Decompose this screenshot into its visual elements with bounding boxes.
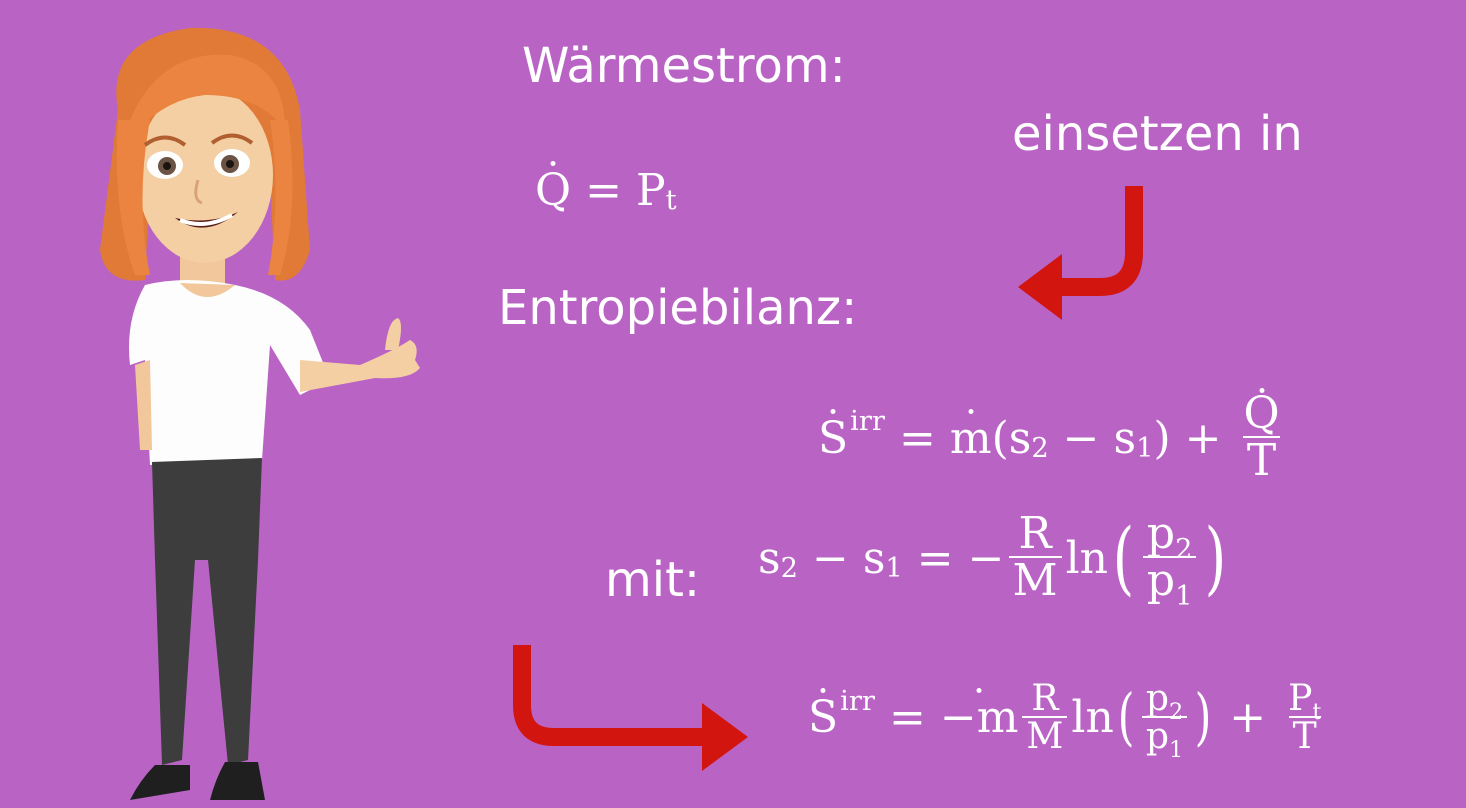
eq4-lparen: ( [1117,681,1135,754]
eq2-s-dot: S [818,412,849,464]
eq2-frac-den: T [1242,436,1281,484]
eq4-equals: = [888,692,926,744]
eq2-plus: + [1184,412,1222,464]
eq4-plus: + [1229,692,1267,744]
eq2-fraction: Q T [1240,392,1284,484]
eq3-rparen: ) [1205,511,1227,605]
eq4-pt: P [1288,677,1313,719]
eq1-equals: = [585,165,622,216]
eq2-frac-num: Q [1243,388,1280,439]
eq4-p2-sub: 2 [1168,698,1184,725]
eq2-s1: 1 [1136,432,1154,464]
eq4-rparen: ) [1194,681,1212,754]
eq3-s-a: s [758,532,781,584]
eq3-fraction-rm: R M [1008,508,1062,604]
heading-einsetzen: einsetzen in [1012,106,1303,162]
eq3-equals: = [916,532,954,584]
eq2-equals: = [898,412,936,464]
eq3-s-b: s [862,532,886,584]
eq4-ln: ln [1071,692,1114,744]
eq4-p1: p [1145,715,1169,758]
eq4-r: R [1031,677,1059,719]
arrow-curved-right-icon [513,645,748,771]
eq3-minus: − [811,532,849,584]
eq3-p2-sub: 2 [1175,534,1193,566]
eq4-p1-sub: 1 [1168,736,1184,763]
eq4-p2: p [1145,677,1169,719]
arrow-curved-left-icon [1018,186,1143,320]
heading-entropiebilanz: Entropiebilanz: [498,280,858,336]
eq2-open: (s [991,412,1032,464]
eq3-neg: − [967,532,1005,584]
presenter-character [100,27,420,800]
eq4-t: T [1288,716,1321,756]
eq3-sub2: 2 [780,552,798,584]
eq4-fraction-pt: Pt T [1284,680,1325,756]
eq4-pt-sub: t [1312,698,1322,725]
eq3-p1-sub: 1 [1175,581,1193,613]
eq3-ln: ln [1065,532,1109,584]
eq2-irr: irr [850,406,885,438]
eq2-s: s [1113,412,1137,464]
eq4-s-dot: S [808,692,839,744]
eq4-fraction-rm: R M [1022,677,1068,756]
label-mit: mit: [605,552,701,608]
heading-waermestrom: Wärmestrom: [522,38,846,94]
eq3-lparen: ( [1112,511,1135,605]
eq4-irr: irr [840,686,875,718]
eq3-r: R [1018,508,1052,559]
eq2-minus: − [1062,412,1100,464]
eq3-fraction-p: p2 p1 [1142,512,1197,611]
eq3-p1: p [1146,555,1176,606]
eq2-s2: 2 [1031,432,1049,464]
eq1-p-sub: t [665,185,677,217]
eq4-m: M [1022,716,1068,756]
eq4-fraction-p: p2 p1 [1141,677,1188,761]
eq1-q-dot: Q [535,165,572,216]
eq1-p: P [635,165,666,216]
eq3-p2: p [1146,508,1176,559]
eq3-m: M [1008,556,1062,604]
eq3-sub1: 1 [885,552,903,584]
eq2-m-dot: m [949,412,992,464]
eq2-close: ) [1153,412,1171,464]
eq4-neg-m: −m [939,692,1019,744]
